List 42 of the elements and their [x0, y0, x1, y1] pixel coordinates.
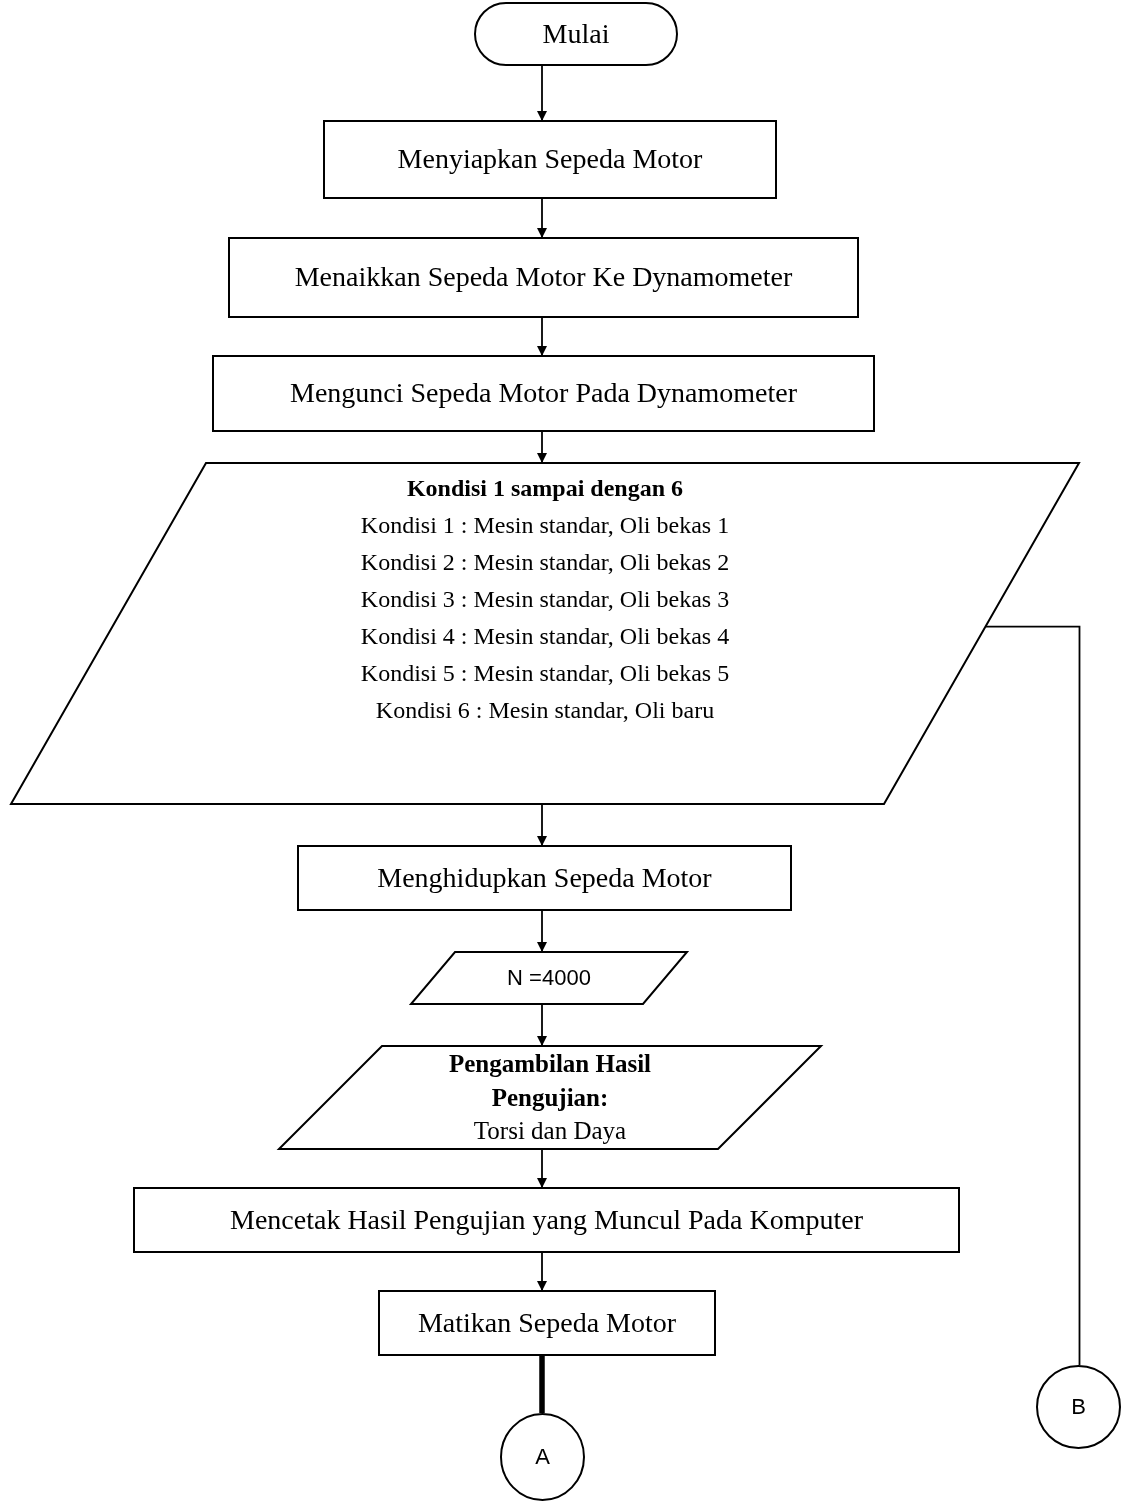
arrow	[537, 1004, 547, 1046]
connector-line	[985, 625, 1081, 1366]
step-label: Kondisi 4 : Mesin standar, Oli bekas 4	[360, 622, 730, 651]
arrow	[537, 65, 547, 121]
connector-circle	[500, 1413, 585, 1501]
arrow	[537, 910, 547, 952]
step-label: Menaikkan Sepeda Motor Ke Dynamometer	[294, 260, 793, 295]
step-label: Kondisi 6 : Mesin standar, Oli baru	[375, 696, 715, 725]
data-parallelogram	[278, 1045, 822, 1150]
step-label: Kondisi 2 : Mesin standar, Oli bekas 2	[360, 548, 730, 577]
arrow	[537, 804, 547, 846]
data-parallelogram	[410, 951, 688, 1005]
connector-label: B	[1071, 1392, 1086, 1421]
step-label: Matikan Sepeda Motor	[417, 1305, 677, 1340]
step-label: Mencetak Hasil Pengujian yang Muncul Pada Komputer	[230, 1202, 863, 1237]
step-label: Torsi dan Daya	[473, 1116, 627, 1147]
terminal-shape	[474, 2, 678, 66]
step-label: Menghidupkan Sepeda Motor	[377, 860, 712, 895]
arrow	[537, 317, 547, 356]
heading-text: Pengambilan Hasil Pengujian:	[447, 1048, 653, 1113]
step-label: Mulai	[542, 16, 610, 51]
step-label: Kondisi 1 : Mesin standar, Oli bekas 1	[360, 511, 730, 540]
step-label: Kondisi 5 : Mesin standar, Oli bekas 5	[360, 659, 730, 688]
step-label: N =4000	[507, 963, 591, 992]
process-box	[378, 1290, 716, 1356]
process-box	[323, 120, 777, 199]
connector-line	[539, 1356, 545, 1413]
heading-text: Kondisi 1 sampai dengan 6	[406, 474, 684, 503]
process-box	[228, 237, 859, 318]
arrow	[537, 1149, 547, 1188]
arrow	[537, 1252, 547, 1291]
data-parallelogram	[10, 462, 1080, 805]
connector-circle	[1036, 1365, 1121, 1449]
step-label: Kondisi 3 : Mesin standar, Oli bekas 3	[360, 585, 730, 614]
process-box	[212, 355, 875, 432]
process-box	[133, 1187, 960, 1253]
connector-label: A	[535, 1442, 550, 1471]
step-label: Menyiapkan Sepeda Motor	[397, 142, 703, 177]
arrow	[537, 431, 547, 463]
arrow	[537, 198, 547, 238]
process-box	[297, 845, 792, 911]
step-label: Mengunci Sepeda Motor Pada Dynamometer	[290, 376, 797, 411]
